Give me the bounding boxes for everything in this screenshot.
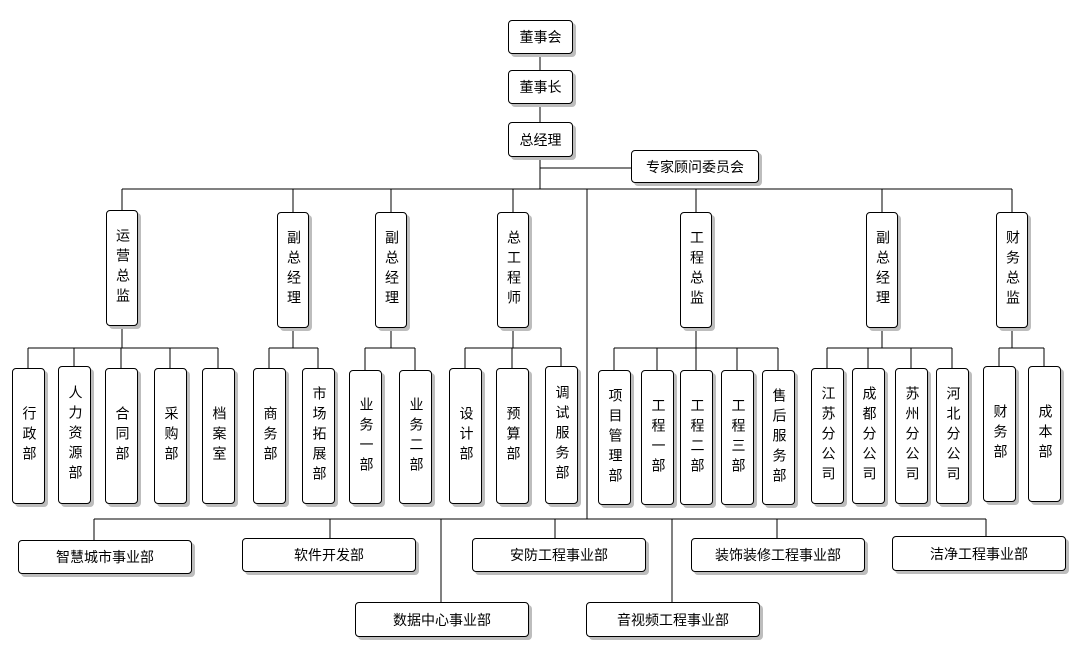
dept-node: 财务部 [983,366,1016,502]
division-label: 智慧城市事业部 [56,550,154,566]
dept-node: 人力资源部 [58,366,91,504]
dept-label: 成都分公司 [860,386,877,486]
dept-node: 业务一部 [349,370,382,504]
board-node: 董事会 [508,20,573,54]
general-manager-node: 总经理 [508,122,573,157]
division-label: 装饰装修工程事业部 [715,548,841,564]
dept-node: 档案室 [202,368,235,504]
general-manager-label: 总经理 [519,132,562,149]
dept-label: 江苏分公司 [819,386,836,486]
advisory-committee-label: 专家顾问委员会 [646,159,744,176]
head-label: 总工程师 [505,230,521,310]
division-node: 音视频工程事业部 [586,602,760,637]
chairman-node: 董事长 [508,70,573,104]
dept-label: 设计部 [457,406,474,466]
advisory-committee-node: 专家顾问委员会 [631,150,759,183]
dept-label: 行政部 [20,406,37,466]
head-label: 运营总监 [114,228,130,308]
dept-label: 河北分公司 [944,386,961,486]
division-label: 数据中心事业部 [393,612,491,629]
dept-node: 商务部 [253,368,286,504]
dept-label: 成本部 [1036,404,1053,464]
dept-label: 业务二部 [407,397,424,477]
dept-node: 售后服务部 [762,370,795,505]
dept-label: 商务部 [261,406,278,466]
dept-node: 项目管理部 [598,370,631,505]
head-finance-director: 财务总监 [996,212,1028,328]
dept-node: 预算部 [496,368,529,504]
dept-node: 江苏分公司 [811,368,844,504]
dept-label: 工程二部 [688,397,705,478]
dept-node: 工程三部 [721,370,754,505]
dept-node: 苏州分公司 [895,368,928,504]
dept-node: 合同部 [105,368,138,504]
head-label: 财务总监 [1004,230,1020,310]
division-node: 装饰装修工程事业部 [691,538,865,572]
division-node: 智慧城市事业部 [18,540,192,574]
dept-label: 工程三部 [729,397,746,478]
dept-label: 合同部 [113,406,130,466]
dept-node: 市场拓展部 [302,368,335,504]
dept-label: 采购部 [162,406,179,466]
dept-node: 工程二部 [680,370,713,505]
chairman-label: 董事长 [519,80,562,96]
division-node: 数据中心事业部 [355,602,529,637]
dept-label: 档案室 [210,406,227,466]
dept-label: 预算部 [504,406,521,466]
division-node: 安防工程事业部 [472,538,646,572]
dept-node: 设计部 [449,368,482,504]
head-label: 副总经理 [874,230,890,310]
dept-label: 调试服务部 [553,385,570,485]
division-label: 安防工程事业部 [510,548,608,564]
head-engineering-director: 工程总监 [680,212,712,328]
head-deputy-gm-3: 副总经理 [866,212,898,328]
division-node: 软件开发部 [242,538,416,572]
dept-node: 成都分公司 [852,368,885,504]
dept-node: 行政部 [12,368,45,504]
dept-node: 成本部 [1028,366,1061,502]
dept-label: 工程一部 [649,397,666,478]
division-label: 软件开发部 [294,548,364,564]
head-label: 副总经理 [383,230,399,310]
board-label: 董事会 [519,30,562,46]
head-deputy-gm-2: 副总经理 [375,212,407,328]
dept-node: 调试服务部 [545,366,578,504]
division-label: 洁净工程事业部 [930,546,1028,563]
division-label: 音视频工程事业部 [617,612,729,629]
dept-node: 业务二部 [399,370,432,504]
dept-node: 采购部 [154,368,187,504]
dept-label: 苏州分公司 [903,386,920,486]
dept-label: 人力资源部 [66,385,83,485]
head-operations-director: 运营总监 [106,210,138,326]
dept-node: 河北分公司 [936,368,969,504]
head-chief-engineer: 总工程师 [497,212,529,328]
dept-label: 业务一部 [357,397,374,477]
division-node: 洁净工程事业部 [892,536,1066,571]
dept-label: 售后服务部 [770,387,787,488]
dept-node: 工程一部 [641,370,674,505]
dept-label: 项目管理部 [606,387,623,488]
dept-label: 财务部 [991,404,1008,464]
head-deputy-gm-1: 副总经理 [277,212,309,328]
dept-label: 市场拓展部 [310,386,327,486]
head-label: 工程总监 [688,230,704,310]
head-label: 副总经理 [285,230,301,310]
